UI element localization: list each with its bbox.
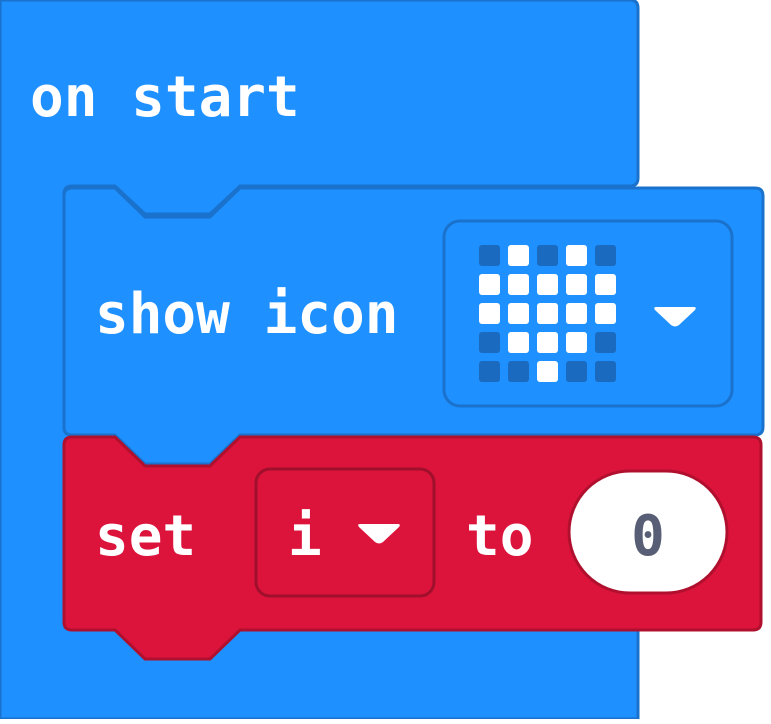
led-on — [508, 332, 529, 353]
led-off — [595, 332, 616, 353]
led-off — [566, 361, 587, 382]
value-text: 0 — [631, 504, 665, 569]
on-start-label: on start — [30, 65, 300, 130]
led-on — [537, 332, 558, 353]
value-input[interactable]: 0 — [567, 469, 729, 595]
led-on — [566, 274, 587, 295]
triangle-down-icon — [358, 524, 400, 544]
variable-dropdown[interactable]: i — [254, 467, 436, 598]
led-on — [508, 274, 529, 295]
led-off — [479, 332, 500, 353]
set-label: set — [95, 504, 196, 569]
led-off — [508, 361, 529, 382]
led-on — [566, 245, 587, 266]
led-off — [595, 245, 616, 266]
led-on — [479, 274, 500, 295]
variable-dropdown-box — [254, 467, 436, 598]
to-label: to — [466, 504, 533, 569]
set-variable-block[interactable]: set i to 0 — [62, 435, 763, 661]
led-matrix — [479, 245, 616, 382]
led-off — [479, 245, 500, 266]
show-icon-block[interactable]: show icon — [62, 186, 765, 466]
led-on — [508, 245, 529, 266]
show-icon-label: show icon — [95, 282, 398, 347]
led-off — [595, 361, 616, 382]
led-on — [508, 303, 529, 324]
led-off — [537, 245, 558, 266]
icon-picker-field[interactable] — [442, 219, 734, 408]
led-on — [537, 361, 558, 382]
led-on — [595, 274, 616, 295]
led-on — [537, 274, 558, 295]
variable-name: i — [288, 504, 322, 569]
icon-picker-box — [442, 219, 734, 408]
led-on — [566, 303, 587, 324]
triangle-down-icon — [654, 307, 696, 327]
led-on — [595, 303, 616, 324]
led-off — [479, 361, 500, 382]
value-input-oval — [567, 469, 729, 595]
led-on — [566, 332, 587, 353]
led-on — [479, 303, 500, 324]
led-on — [537, 303, 558, 324]
